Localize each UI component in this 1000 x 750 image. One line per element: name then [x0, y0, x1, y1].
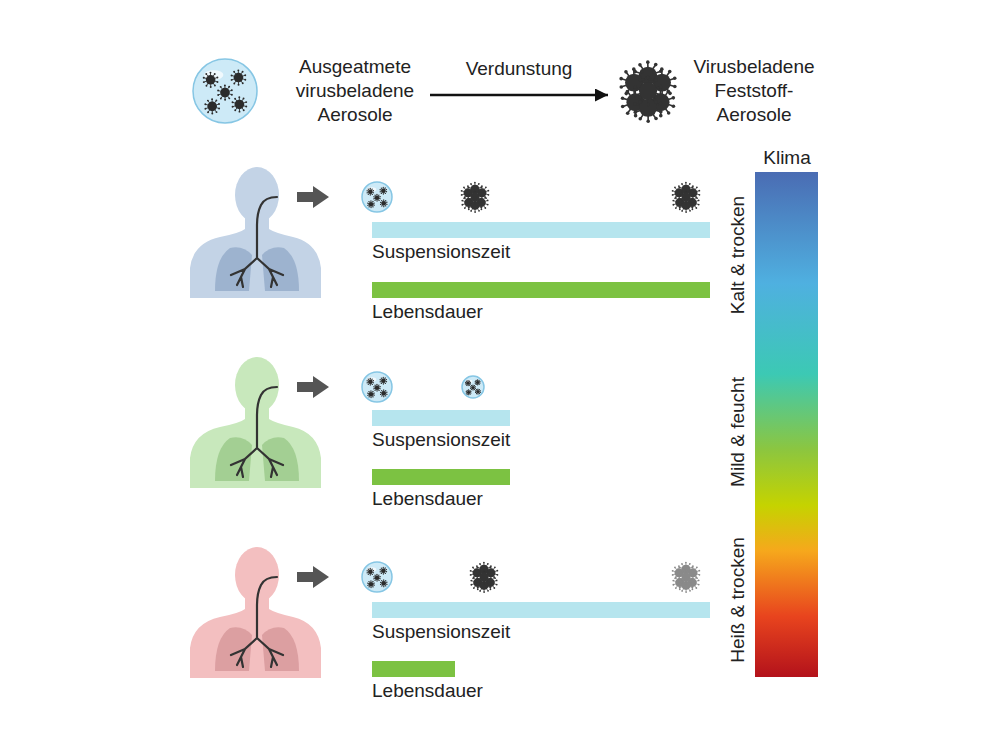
virus-particle	[380, 199, 388, 207]
virus-particle	[204, 98, 220, 114]
virus-particle	[475, 389, 481, 395]
climate-label: Mild & feucht	[727, 377, 750, 487]
virus-particle	[477, 569, 492, 584]
item-label: Ausgeatmete virusbeladene Aerosole	[282, 55, 428, 126]
bar-fill	[372, 282, 710, 298]
virus-particle	[367, 390, 375, 398]
virus-particle	[379, 377, 387, 385]
virus-particle	[217, 84, 233, 100]
virus-particle	[231, 69, 247, 85]
virus-particle	[232, 96, 248, 112]
virus-particle	[373, 574, 381, 582]
bar-fill	[372, 469, 510, 485]
exhale-arrow	[297, 376, 329, 398]
bar-label: Lebensdauer	[372, 487, 510, 511]
virus-particle	[379, 187, 387, 195]
time-bar: Lebensdauer	[372, 661, 455, 703]
exhale-arrow	[297, 566, 329, 588]
dried-aerosol	[470, 562, 499, 593]
aerosol-droplet	[193, 59, 257, 123]
process-arrow	[430, 94, 608, 97]
bar-label: Lebensdauer	[372, 300, 710, 324]
scale-title: Klima	[763, 147, 811, 170]
virus-particle	[366, 378, 374, 386]
virus-particle	[379, 567, 387, 575]
virus-particle	[380, 389, 388, 397]
human-silhouette	[190, 547, 321, 678]
aerosol-item: Ausgeatmete virusbeladene Aerosole	[190, 55, 428, 129]
virus-particle	[633, 76, 662, 106]
climate-label: Kalt & trocken	[727, 196, 750, 314]
virus-particle	[475, 379, 481, 385]
virus-particle	[468, 189, 483, 204]
virus-particle	[466, 389, 472, 395]
virus-particle	[367, 200, 375, 208]
virus-particle	[465, 380, 471, 386]
human-silhouette	[190, 357, 321, 488]
bar-fill	[372, 222, 710, 238]
bar-label: Suspensionszeit	[372, 240, 710, 264]
aerosol-droplet	[362, 182, 392, 212]
dried-aerosol	[461, 182, 490, 213]
time-bar: Suspensionszeit	[372, 222, 710, 264]
climate-label: Heiß & trocken	[727, 537, 750, 663]
time-bar: Suspensionszeit	[372, 602, 710, 644]
exhale-arrow	[297, 186, 329, 208]
dried-aerosol	[672, 182, 701, 213]
bar-label: Suspensionszeit	[372, 428, 510, 452]
virus-particle	[203, 72, 219, 88]
bar-fill	[372, 410, 510, 426]
virus-particle	[679, 189, 694, 204]
virus-particle	[373, 194, 381, 202]
human-silhouette	[190, 167, 321, 298]
bar-label: Lebensdauer	[372, 679, 455, 703]
dried-aerosol	[672, 562, 701, 593]
virus-particle	[366, 188, 374, 196]
climate-scale	[755, 172, 818, 677]
virus-particle	[679, 569, 694, 584]
dried-aerosol	[619, 60, 676, 123]
aerosol-item: Virusbeladene Feststoff- Aerosole	[612, 55, 834, 129]
virus-particle	[366, 568, 374, 576]
bar-fill	[372, 602, 710, 618]
bar-fill	[372, 661, 455, 677]
time-bar: Lebensdauer	[372, 469, 510, 511]
aerosol-droplet	[462, 376, 484, 398]
bar-label: Suspensionszeit	[372, 620, 710, 644]
aerosol-droplet	[362, 372, 392, 402]
aerosol-droplet	[362, 562, 392, 592]
virus-particle	[367, 580, 375, 588]
virus-particle	[373, 384, 381, 392]
item-label: Virusbeladene Feststoff- Aerosole	[678, 55, 830, 126]
time-bar: Lebensdauer	[372, 282, 710, 324]
time-bar: Suspensionszeit	[372, 410, 510, 452]
arrow-label: Verdunstung	[463, 58, 576, 81]
virus-particle	[380, 579, 388, 587]
virus-particle	[470, 384, 476, 390]
